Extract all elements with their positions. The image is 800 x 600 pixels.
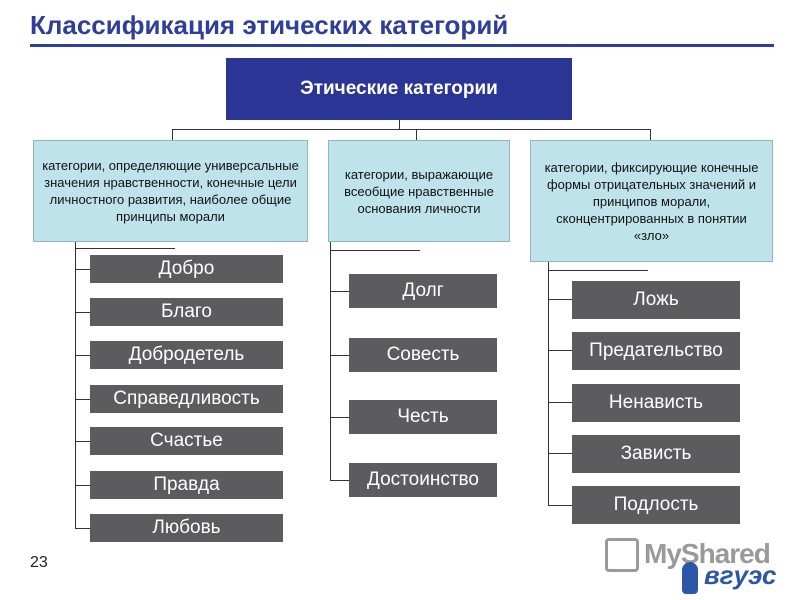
group3-branch: [548, 350, 572, 351]
group2-spine: [330, 242, 331, 480]
item-lyubov: Любовь: [90, 514, 283, 542]
item-dolg: Долг: [349, 274, 497, 308]
group1-branch: [75, 485, 90, 486]
university-logo-icon: [682, 562, 698, 594]
group1-branch: [75, 355, 90, 356]
item-dobro: Добро: [90, 255, 283, 283]
group3-branch: [548, 402, 572, 403]
group1-branch: [75, 269, 90, 270]
group3-description-box: категории, фиксирующие конечные формы от…: [530, 140, 773, 262]
group1-branch: [75, 528, 90, 529]
watermark-text: MyShared: [644, 538, 771, 569]
group2-branch: [330, 417, 349, 418]
group1-branch: [75, 399, 90, 400]
item-pravda: Правда: [90, 471, 283, 499]
item-sovest: Совесть: [349, 338, 497, 372]
group1-spine: [75, 242, 76, 528]
slide-number: 23: [30, 554, 48, 571]
title-underline: [30, 44, 774, 47]
group1-branch: [75, 441, 90, 442]
group3-drop-line: [650, 129, 651, 141]
group1-description: категории, определяющие универсальные зн…: [42, 158, 299, 224]
group3-description: категории, фиксирующие конечные формы от…: [544, 159, 759, 243]
item-podlost: Подлость: [572, 486, 740, 524]
group2-branch: [330, 291, 349, 292]
group3-spine-top: [548, 270, 648, 271]
group3-branch: [548, 299, 572, 300]
group2-branch: [330, 480, 349, 481]
group2-description: категории, выражающие всеобщие нравствен…: [344, 166, 494, 216]
group3-branch: [548, 505, 572, 506]
watermark-icon: [605, 538, 639, 572]
university-logo-text: вгуэс: [704, 560, 777, 590]
item-predatelstvo: Предательство: [572, 332, 740, 370]
item-schastye: Счастье: [90, 427, 283, 455]
group1-drop-line: [172, 129, 173, 141]
item-dobrodetel: Добродетель: [90, 341, 283, 369]
item-blago: Благо: [90, 298, 283, 326]
group3-branch: [548, 453, 572, 454]
item-spravedlivost: Справедливость: [90, 385, 283, 413]
root-connector-vertical: [399, 120, 400, 130]
root-category-box: Этические категории: [226, 58, 572, 120]
item-zavist: Зависть: [572, 435, 740, 473]
root-connector-horizontal: [172, 129, 650, 130]
item-lozh: Ложь: [572, 281, 740, 319]
group1-spine-top: [75, 248, 175, 249]
group2-branch: [330, 355, 349, 356]
item-nenavist: Ненависть: [572, 384, 740, 422]
group1-description-box: категории, определяющие универсальные зн…: [33, 140, 308, 242]
group1-branch: [75, 312, 90, 313]
slide-title: Классификация этических категорий: [30, 10, 509, 40]
root-category-label: Этические категории: [300, 78, 498, 99]
item-dostoinstvo: Достоинство: [349, 463, 497, 497]
group2-spine-top: [330, 250, 420, 251]
group2-drop-line: [416, 129, 417, 141]
group3-spine: [548, 262, 549, 506]
group2-description-box: категории, выражающие всеобщие нравствен…: [328, 140, 510, 242]
item-chest: Честь: [349, 400, 497, 434]
